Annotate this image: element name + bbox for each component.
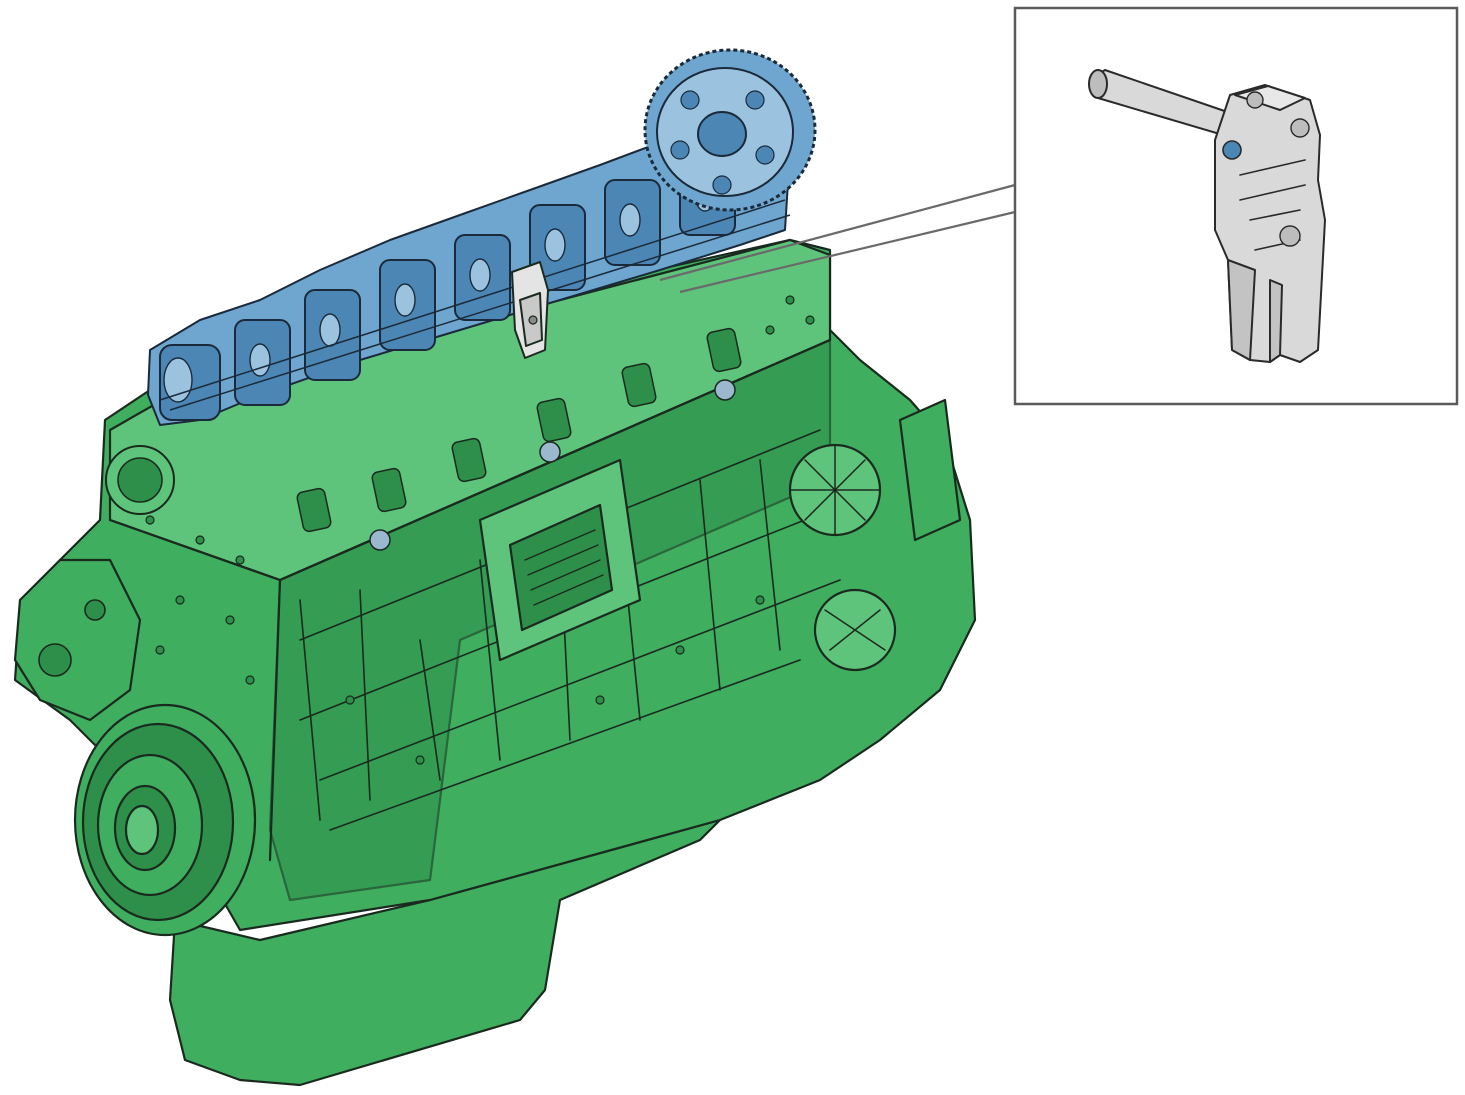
engine-illustration — [13, 238, 977, 1087]
injector-clamp-bolt — [1222, 140, 1242, 160]
callout-leader-lines — [659, 183, 1016, 294]
front-pulley — [73, 703, 257, 937]
injector-location-highlight — [511, 261, 549, 359]
deck-holes — [296, 327, 742, 533]
rocker-arm-assembly — [147, 48, 817, 426]
rear-cover — [788, 398, 962, 672]
camshaft-gear — [643, 48, 817, 212]
unit-injector-detail — [1088, 69, 1326, 363]
block-front-face — [268, 338, 832, 902]
front-accessory-bracket — [13, 558, 142, 722]
head-bolts — [369, 379, 736, 551]
